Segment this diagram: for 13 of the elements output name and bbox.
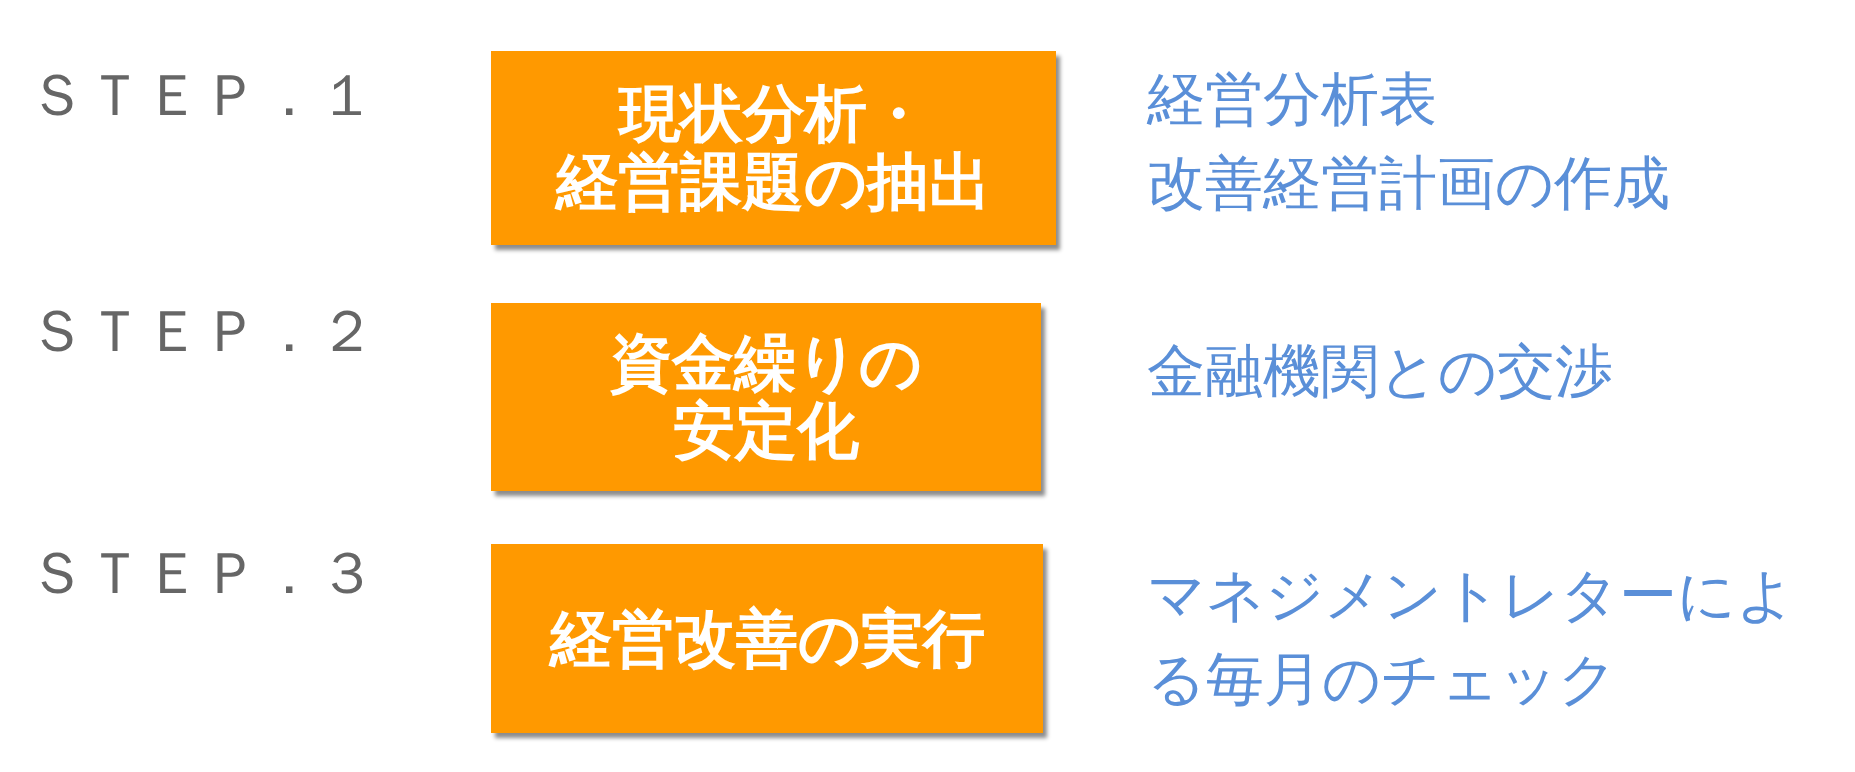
step-title: 経営改善の実行 [547, 604, 986, 673]
step-box [491, 544, 1043, 733]
description-text: 改善経営計画の作成 [1147, 150, 1670, 218]
description-text: 金融機関との交渉 [1147, 338, 1613, 406]
step-box [491, 51, 1056, 245]
step-label: ＳＴＥＰ．２ [28, 300, 376, 364]
step-title: 資金繰りの安定化 [609, 329, 923, 465]
step-label: ＳＴＥＰ．３ [28, 542, 376, 606]
description-text: 経営分析表 [1147, 66, 1437, 134]
step-title: 現状分析・経営課題の抽出 [553, 80, 992, 216]
description-text: マネジメントレターによる毎月のチェック [1147, 562, 1796, 714]
step-label: ＳＴＥＰ．１ [28, 64, 376, 128]
step-box [491, 303, 1041, 491]
